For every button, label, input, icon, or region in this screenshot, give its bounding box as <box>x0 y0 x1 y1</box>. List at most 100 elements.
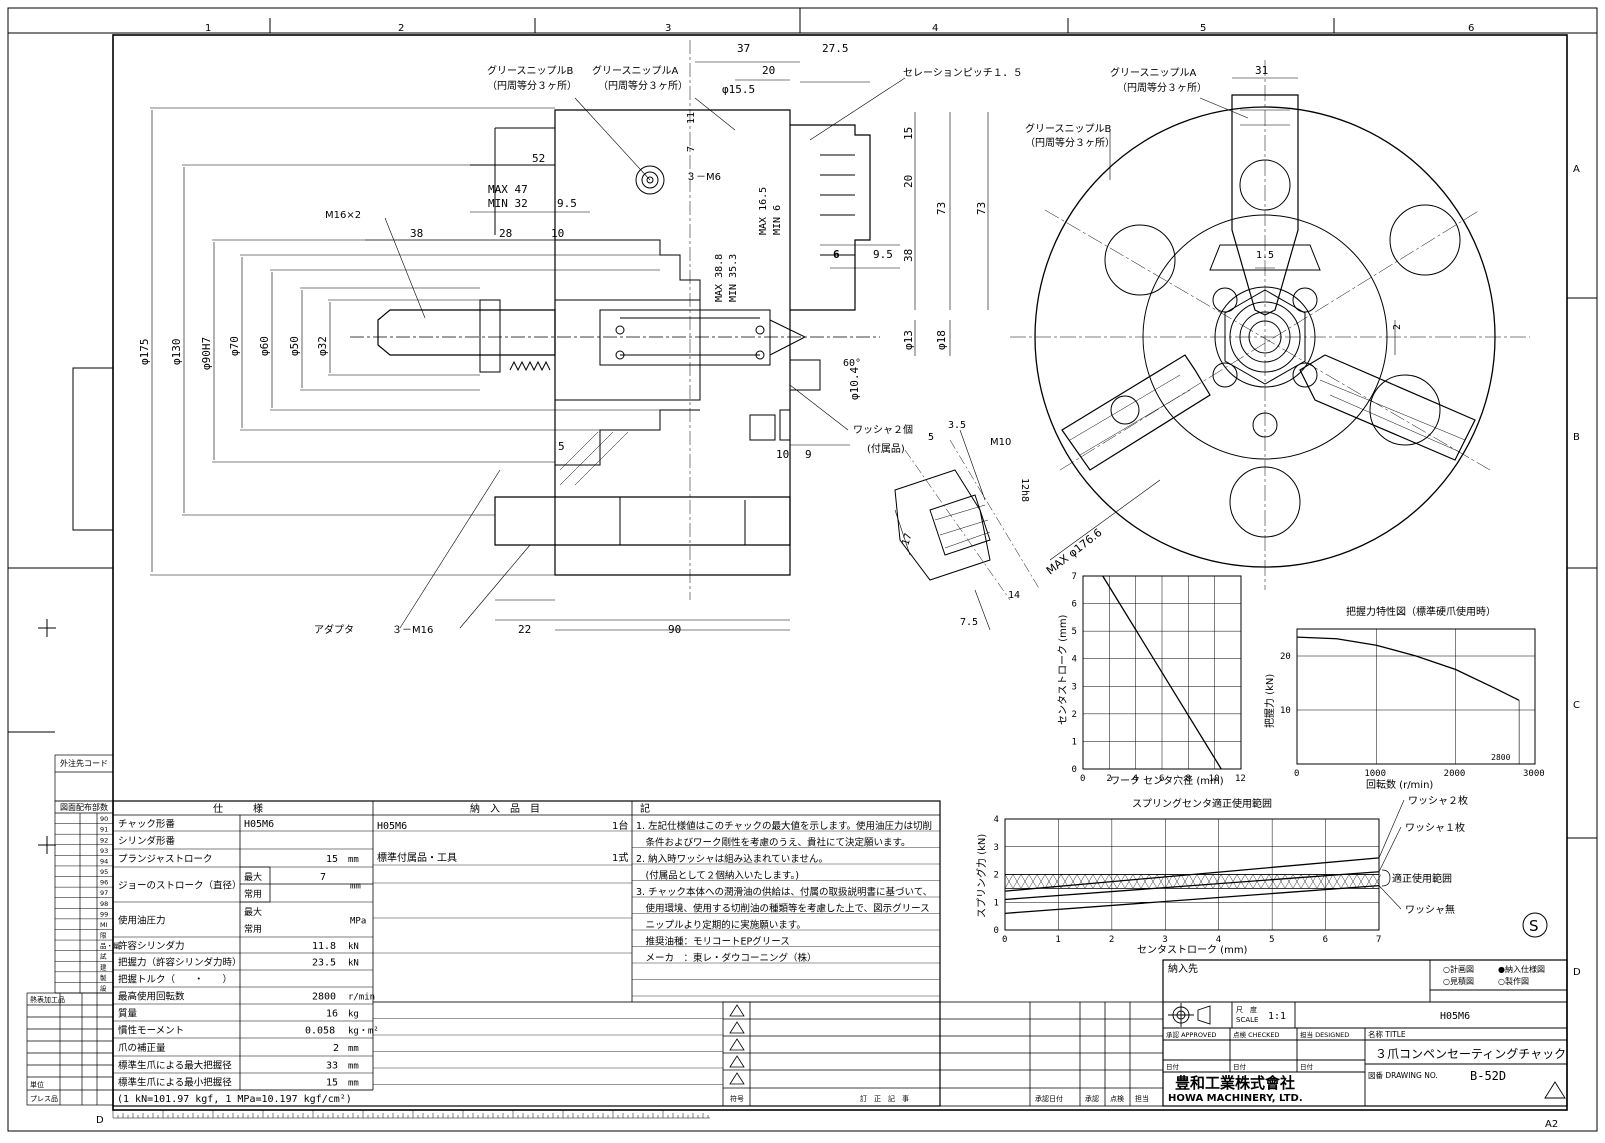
dim-max16-5: MAX 16.5 <box>758 187 769 235</box>
date-label-1: 日付 <box>1166 1062 1180 1071</box>
revision-triangle-icon <box>729 1038 745 1051</box>
stroke-chart-y-tick: 7 <box>1072 572 1077 582</box>
revision-triangle-icon <box>729 1004 745 1017</box>
spec-value: 16 <box>326 1009 338 1020</box>
spring-chart-band-hatch <box>1260 874 1270 889</box>
dim-min35-3: MIN 35.3 <box>728 254 739 302</box>
m16x2-label: M16×2 <box>325 210 361 221</box>
dist-row: 建 <box>100 962 107 971</box>
spec-sub: 常用 <box>244 888 262 900</box>
spec-label: 許容シリンダ力 <box>118 940 185 952</box>
rev-approve: 承認 <box>1085 1094 1099 1103</box>
spring-chart-xlabel: センタストローク (mm) <box>1137 944 1248 956</box>
distribution-label: 図面配布部数 <box>60 802 108 812</box>
scale-label: 尺 度 <box>1236 1005 1257 1014</box>
serration-label: セレーションピッチ１．５ <box>903 67 1023 79</box>
spec-label: プランジャストローク <box>118 854 213 865</box>
force-chart-xlabel: 回転数 (r/min) <box>1366 778 1433 791</box>
rev-content: 訂 正 記 事 <box>860 1094 909 1103</box>
stroke-chart-y-tick: 1 <box>1072 737 1077 747</box>
force-chart-y-tick: 10 <box>1280 706 1291 716</box>
revision-table <box>722 1001 1164 1107</box>
row-marker-d: D <box>1573 967 1581 978</box>
spring-chart-y-tick: 3 <box>994 843 999 853</box>
dim-15: 15 <box>902 127 915 140</box>
dim-min6: MIN 6 <box>772 205 783 235</box>
dim-12h8: 12h8 <box>1019 478 1030 502</box>
dist-row: 品・量 <box>100 942 120 950</box>
spring-chart-x-tick: 6 <box>1323 935 1328 945</box>
m10-label: M10 <box>990 437 1011 448</box>
stroke-chart-y-tick: 0 <box>1072 765 1077 775</box>
spring-chart-series-2 <box>1004 871 1380 901</box>
dim-9-5b: 9.5 <box>873 248 893 261</box>
col-marker-4: 4 <box>932 23 938 34</box>
dim-phi13: φ13 <box>902 330 915 350</box>
washer-detail <box>894 429 1041 631</box>
spring-chart-band-hatch <box>1332 874 1342 889</box>
spec-value: 0.058 <box>305 1026 335 1037</box>
stroke-chart-ylabel: センタストローク (mm) <box>1057 614 1069 725</box>
dim-7-5: 7.5 <box>960 617 978 628</box>
dist-row: 98 <box>100 900 108 908</box>
dim-2: 2 <box>1392 324 1403 330</box>
dim-3-5: 3.5 <box>948 420 966 431</box>
spring-chart-x-tick: 2 <box>1109 935 1114 945</box>
spring-chart-legend-1: ワッシャ２枚 <box>1408 794 1468 807</box>
spring-chart-legend-3: ワッシャ無 <box>1405 903 1455 916</box>
dist-row: 90 <box>100 815 108 823</box>
dim-90: 90 <box>668 623 681 636</box>
date-label-3: 日付 <box>1300 1062 1314 1071</box>
spec-label: 把握トルク（ ・ ） <box>118 974 232 986</box>
force-chart-ylabel: 把握力 (kN) <box>1263 674 1276 728</box>
spring-chart-band-hatch <box>1012 874 1022 889</box>
force-chart-x-tick: 2000 <box>1444 769 1466 779</box>
dim-20b: 20 <box>902 175 915 188</box>
dim-27-5: 27.5 <box>822 42 849 55</box>
grease-b-sub-2: （円周等分３ヶ所） <box>1025 136 1115 149</box>
max-phi-label: MAX φ176.6 <box>1044 526 1105 577</box>
dim-10: 10 <box>551 227 564 240</box>
spring-chart-band-hatch <box>1156 874 1166 889</box>
drawing-no: B-52D <box>1470 1069 1506 1083</box>
row-marker-a: A <box>1573 164 1580 175</box>
dim-9-5a: 9.5 <box>557 197 577 210</box>
dist-row: 製 <box>100 973 107 982</box>
spring-chart-band-hatch <box>1228 874 1238 889</box>
grease-a-sub-2: （円周等分３ヶ所） <box>1117 81 1207 94</box>
delivery-item-2: 標準付属品・工具 <box>377 851 457 864</box>
spring-chart-x-tick: 4 <box>1216 935 1221 945</box>
spec-label: 爪の補正量 <box>118 1042 166 1054</box>
spring-chart-band-hatch <box>1084 874 1094 889</box>
spec-label: シリンダ形番 <box>118 835 176 847</box>
spec-value: 15 <box>326 854 338 865</box>
dist-row: 95 <box>100 868 108 876</box>
spec-table-grid <box>112 800 941 1107</box>
dim-73a: 73 <box>935 202 948 215</box>
s-mark-letter: S <box>1529 917 1539 935</box>
spring-chart-band-hatch <box>1004 874 1014 889</box>
dim-phi90h7: φ90H7 <box>200 337 213 370</box>
spring-chart-title: スプリングセンタ適正使用範囲 <box>1132 797 1272 810</box>
spec-value: 7 <box>320 872 326 883</box>
rev-date: 承認日付 <box>1035 1094 1063 1103</box>
stroke-chart-y-tick: 2 <box>1072 710 1077 720</box>
spring-chart-band-hatch <box>1268 874 1278 889</box>
dim-37: 37 <box>737 42 750 55</box>
spec-footer: (1 kN=101.97 kgf, 1 MPa=10.197 kgf/cm²) <box>117 1094 352 1105</box>
spring-chart-leader-1 <box>1378 799 1405 858</box>
designed-label: 担当 DESIGNED <box>1300 1030 1349 1039</box>
spring-chart-legend-2: ワッシャ１枚 <box>1405 821 1465 834</box>
spec-unit: kg <box>348 1010 359 1020</box>
stroke-chart-y-tick: 5 <box>1072 627 1077 637</box>
scale-value: 1:1 <box>1268 1011 1286 1022</box>
grease-b-label-2: グリースニップルB <box>1025 122 1111 135</box>
front-view <box>1010 60 1530 590</box>
spring-chart-y-tick: 0 <box>994 926 999 936</box>
spec-unit: r/min <box>348 993 375 1003</box>
sheet-size: A2 <box>1545 1119 1558 1130</box>
dist-row: 99 <box>100 910 108 918</box>
